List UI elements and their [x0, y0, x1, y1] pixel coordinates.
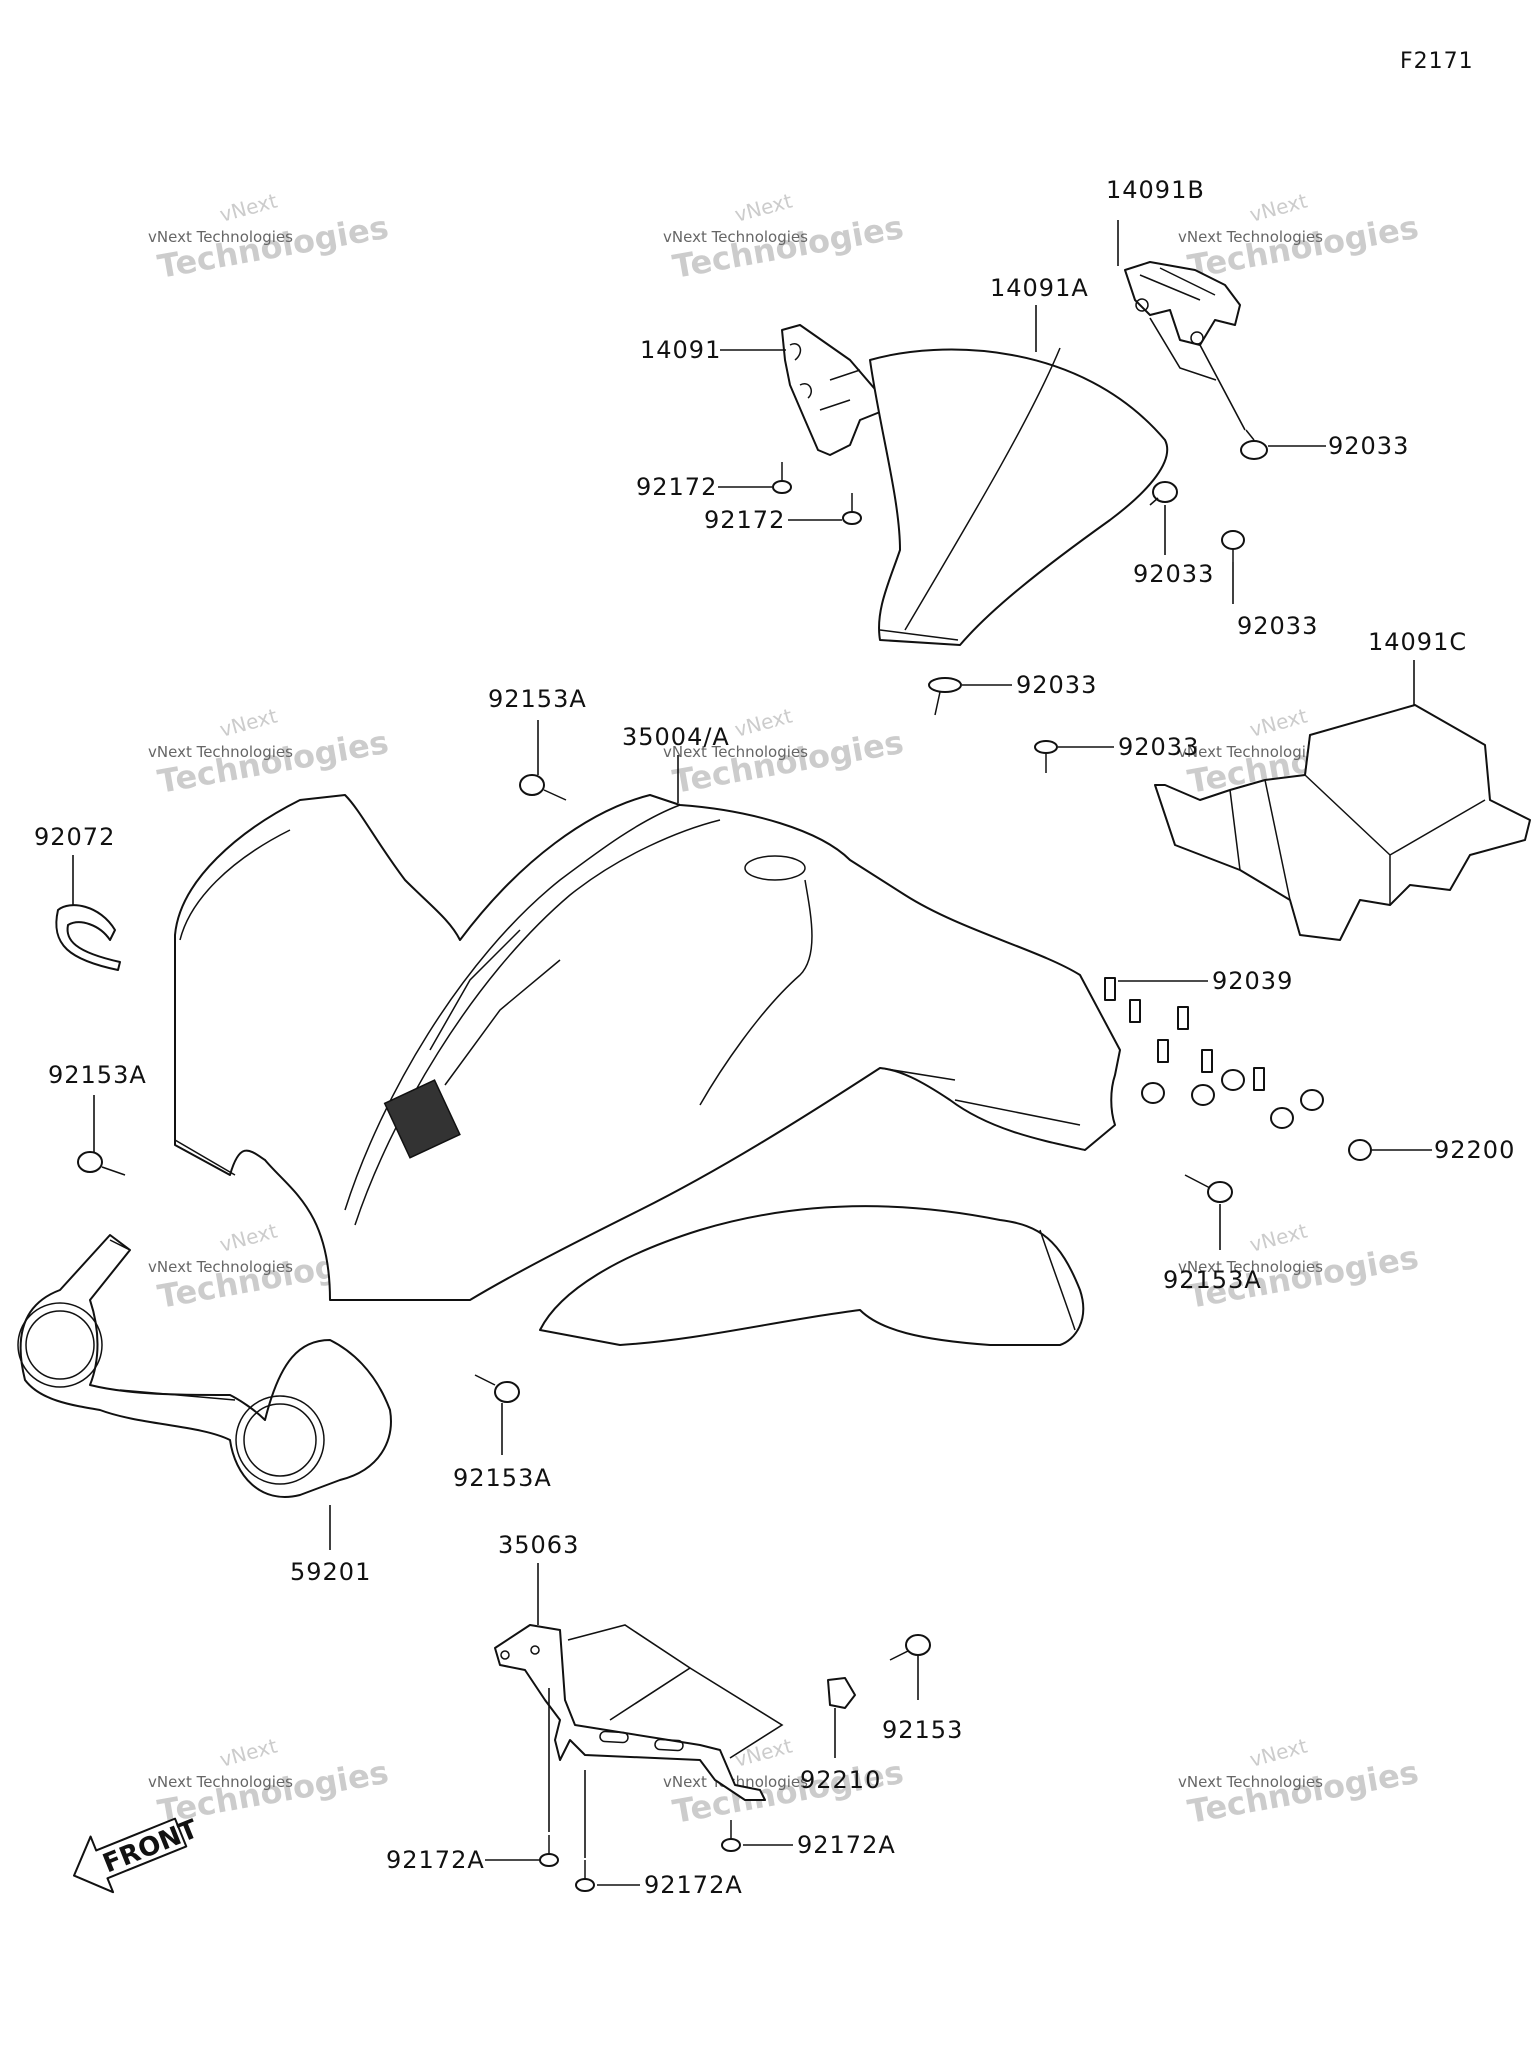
label-92153A-top: 92153A: [488, 685, 587, 713]
watermark-line2: vNext Technologies: [663, 743, 808, 761]
watermark-line1: vNext: [217, 188, 280, 226]
leader-14091B-fasteners: [1149, 317, 1246, 431]
label-14091: 14091: [640, 336, 721, 364]
watermark-line3: Technologies: [1185, 208, 1421, 286]
bolt-92153A-top[interactable]: [519, 774, 567, 801]
watermark-line1: vNext: [1247, 188, 1310, 226]
screw-92172-b[interactable]: [842, 493, 862, 525]
watermark-line3: Technologies: [155, 723, 391, 801]
label-92033-d: 92033: [1016, 671, 1097, 699]
label-92200: 92200: [1434, 1136, 1515, 1164]
part-59201-headlight-housing[interactable]: [17, 1234, 392, 1498]
bolt-92153[interactable]: [889, 1634, 931, 1661]
watermark-line2: vNext Technologies: [663, 1773, 808, 1791]
label-92172-a: 92172: [636, 473, 717, 501]
label-35004A: 35004/A: [622, 723, 730, 751]
label-92172A-b: 92172A: [797, 1831, 896, 1859]
label-92153: 92153: [882, 1716, 963, 1744]
watermark-line2: vNext Technologies: [148, 1773, 293, 1791]
front-label: FRONT: [99, 1814, 203, 1879]
watermark-line1: vNext: [1247, 703, 1310, 741]
watermark-line1: vNext: [732, 188, 795, 226]
clip-92033-c[interactable]: [1221, 530, 1245, 562]
label-14091B: 14091B: [1106, 176, 1205, 204]
label-92153A-left: 92153A: [48, 1061, 147, 1089]
watermark-line2: vNext Technologies: [1178, 228, 1323, 246]
screw-92172-a[interactable]: [772, 462, 792, 494]
label-92210: 92210: [800, 1766, 881, 1794]
watermark-line2: vNext Technologies: [663, 228, 808, 246]
part-14091C-tray[interactable]: [1154, 704, 1531, 941]
washers-92200[interactable]: [1141, 1069, 1372, 1161]
screw-92172A-c[interactable]: [575, 1860, 595, 1892]
diagram-code: F2171: [1400, 49, 1474, 74]
leader-35063-group: [567, 1624, 784, 1759]
watermark-line2: vNext Technologies: [148, 743, 293, 761]
label-92153A-mid: 92153A: [453, 1464, 552, 1492]
watermark-line1: vNext: [1247, 1218, 1310, 1256]
label-14091A: 14091A: [990, 274, 1089, 302]
label-92172A-a: 92172A: [386, 1846, 485, 1874]
screws-92039[interactable]: [1104, 977, 1265, 1091]
part-14091-cover[interactable]: [781, 324, 886, 456]
clip-92210[interactable]: [827, 1677, 856, 1709]
watermark-line2: vNext Technologies: [148, 228, 293, 246]
bolt-92153A-left[interactable]: [77, 1151, 126, 1176]
label-92153A-right: 92153A: [1163, 1266, 1262, 1294]
label-59201: 59201: [290, 1558, 371, 1586]
label-92033-c: 92033: [1237, 612, 1318, 640]
watermark-line1: vNext: [217, 1218, 280, 1256]
label-92172-b: 92172: [704, 506, 785, 534]
clip-92033-b[interactable]: [1149, 481, 1178, 506]
watermark-line1: vNext: [217, 703, 280, 741]
clip-92033-e[interactable]: [1034, 740, 1058, 773]
label-35063: 35063: [498, 1531, 579, 1559]
bolt-92153A-right[interactable]: [1184, 1174, 1233, 1203]
bolt-92153A-mid[interactable]: [474, 1374, 520, 1403]
watermark-line2: vNext Technologies: [1178, 1258, 1323, 1276]
watermark-line1: vNext: [217, 1733, 280, 1771]
label-92033-e: 92033: [1118, 733, 1199, 761]
part-14091A-cover[interactable]: [869, 347, 1169, 646]
label-92072: 92072: [34, 823, 115, 851]
watermark-line2: vNext Technologies: [1178, 743, 1323, 761]
screw-92172A-b[interactable]: [721, 1820, 741, 1852]
part-35063-bracket[interactable]: [494, 1624, 766, 1801]
clip-92033-a[interactable]: [1240, 429, 1268, 460]
watermark-line1: vNext: [732, 1733, 795, 1771]
watermark-line2: vNext Technologies: [1178, 1773, 1323, 1791]
label-92172A-c: 92172A: [644, 1871, 743, 1899]
watermark-line1: vNext: [732, 703, 795, 741]
watermark-line3: Technologies: [1185, 1753, 1421, 1831]
band-92072[interactable]: [55, 904, 121, 971]
watermark-line2: vNext Technologies: [148, 1258, 293, 1276]
part-35004A-front-fender[interactable]: [174, 794, 1121, 1346]
watermark-line3: Technologies: [670, 208, 906, 286]
label-14091C: 14091C: [1368, 628, 1467, 656]
part-14091B-bracket[interactable]: [1124, 261, 1241, 346]
label-92039: 92039: [1212, 967, 1293, 995]
label-92033-a: 92033: [1328, 432, 1409, 460]
screw-92172A-a[interactable]: [539, 1835, 559, 1867]
label-92033-b: 92033: [1133, 560, 1214, 588]
clip-92033-d[interactable]: [928, 677, 962, 716]
watermark-line1: vNext: [1247, 1733, 1310, 1771]
watermark-line3: Technologies: [155, 208, 391, 286]
